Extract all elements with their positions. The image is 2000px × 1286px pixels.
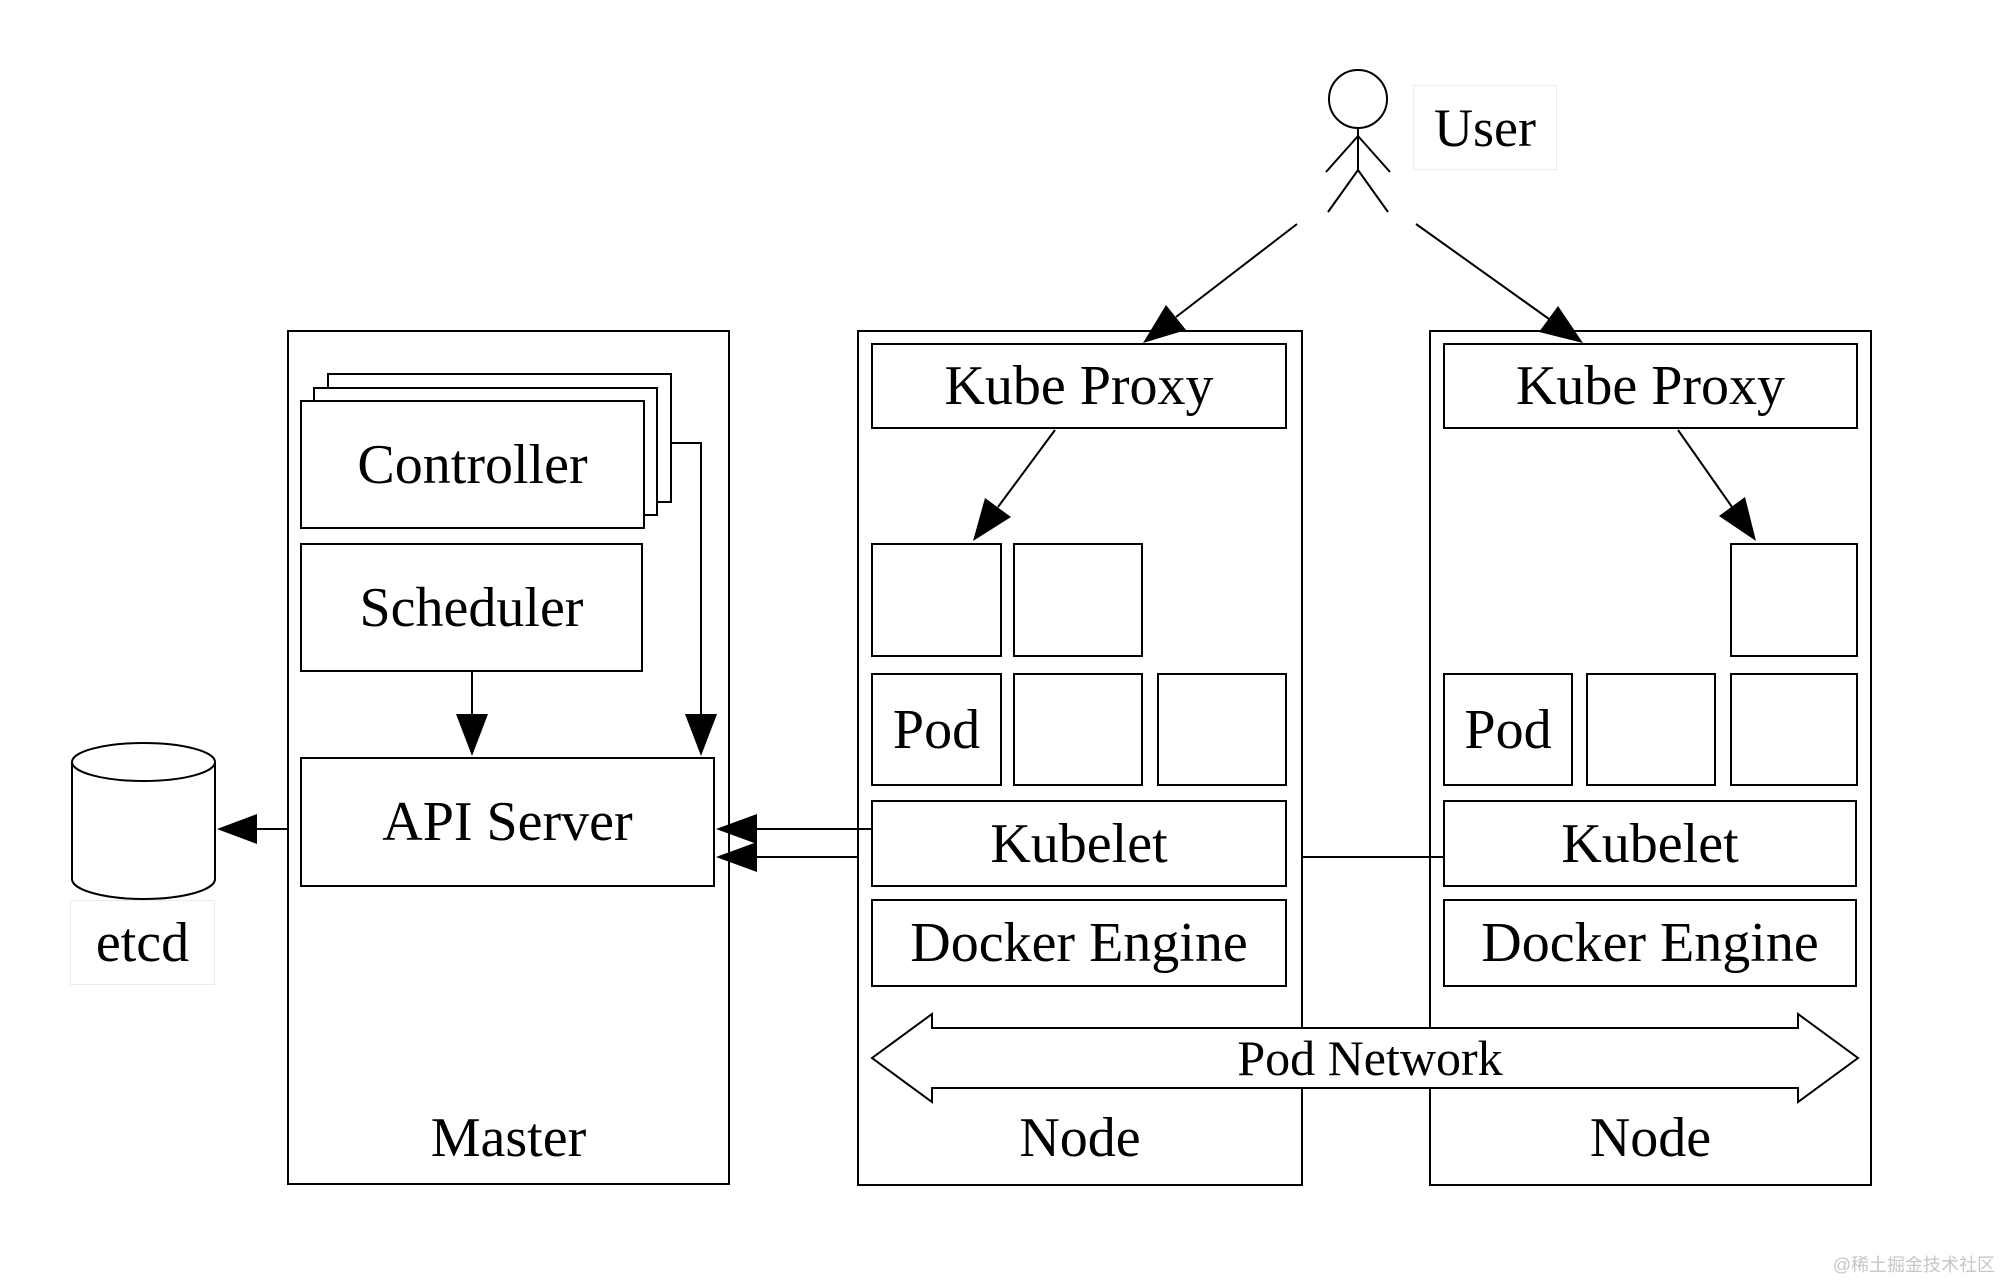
- node-1-pod-box-labeled: Pod: [871, 673, 1002, 786]
- arrow-kube-proxy-2-to-pod: [1677, 429, 1756, 541]
- arrow-controller-to-api-server: [672, 442, 717, 756]
- arrow-api-server-to-etcd: [217, 814, 287, 844]
- node-2-pod-box: [1730, 673, 1858, 786]
- node-2-docker-engine-box: Docker Engine: [1443, 899, 1857, 987]
- node-2-box: [1429, 330, 1872, 1186]
- node-2-kubelet-box: Kubelet: [1443, 800, 1857, 887]
- node-1-kubelet-box: Kubelet: [871, 800, 1287, 887]
- node-1-box: [857, 330, 1303, 1186]
- arrow-kube-proxy-1-to-pod: [973, 429, 1056, 541]
- arrow-user-to-kube-proxy-2: [1415, 223, 1583, 343]
- node-1-kube-proxy-box: Kube Proxy: [871, 343, 1287, 429]
- node-2-pod-box: [1730, 543, 1858, 657]
- node-1-pod-box: [1157, 673, 1287, 786]
- controller-box: Controller: [300, 400, 645, 529]
- pod-network-double-arrow: [870, 1012, 1860, 1104]
- user-actor-icon: [1325, 69, 1391, 213]
- master-label: Master: [430, 1107, 587, 1169]
- watermark-text: @稀土掘金技术社区: [1832, 1255, 1995, 1275]
- etcd-label: etcd: [70, 900, 215, 985]
- etcd-database-icon: [71, 742, 216, 900]
- node-1-pod-box: [1013, 543, 1143, 657]
- scheduler-box: Scheduler: [300, 543, 643, 672]
- arrow-scheduler-to-api-server: [456, 672, 488, 756]
- node-2-label: Node: [1589, 1107, 1712, 1169]
- node-1-pod-box: [871, 543, 1002, 657]
- arrow-kubelet-1-to-api-server: [716, 814, 871, 844]
- node-2-pod-box: [1586, 673, 1716, 786]
- node-1-pod-box: [1013, 673, 1143, 786]
- api-server-box: API Server: [300, 757, 715, 887]
- node-1-docker-engine-box: Docker Engine: [871, 899, 1287, 987]
- node-2-pod-box-labeled: Pod: [1443, 673, 1573, 786]
- user-label: User: [1413, 85, 1557, 170]
- node-1-label: Node: [1019, 1107, 1141, 1169]
- node-2-kube-proxy-box: Kube Proxy: [1443, 343, 1858, 429]
- arrow-user-to-kube-proxy-1: [1143, 223, 1298, 343]
- master-box: [287, 330, 730, 1185]
- pod-network-label: Pod Network: [1237, 1030, 1503, 1086]
- arrow-kubelet-2-to-api-server: [716, 842, 1444, 872]
